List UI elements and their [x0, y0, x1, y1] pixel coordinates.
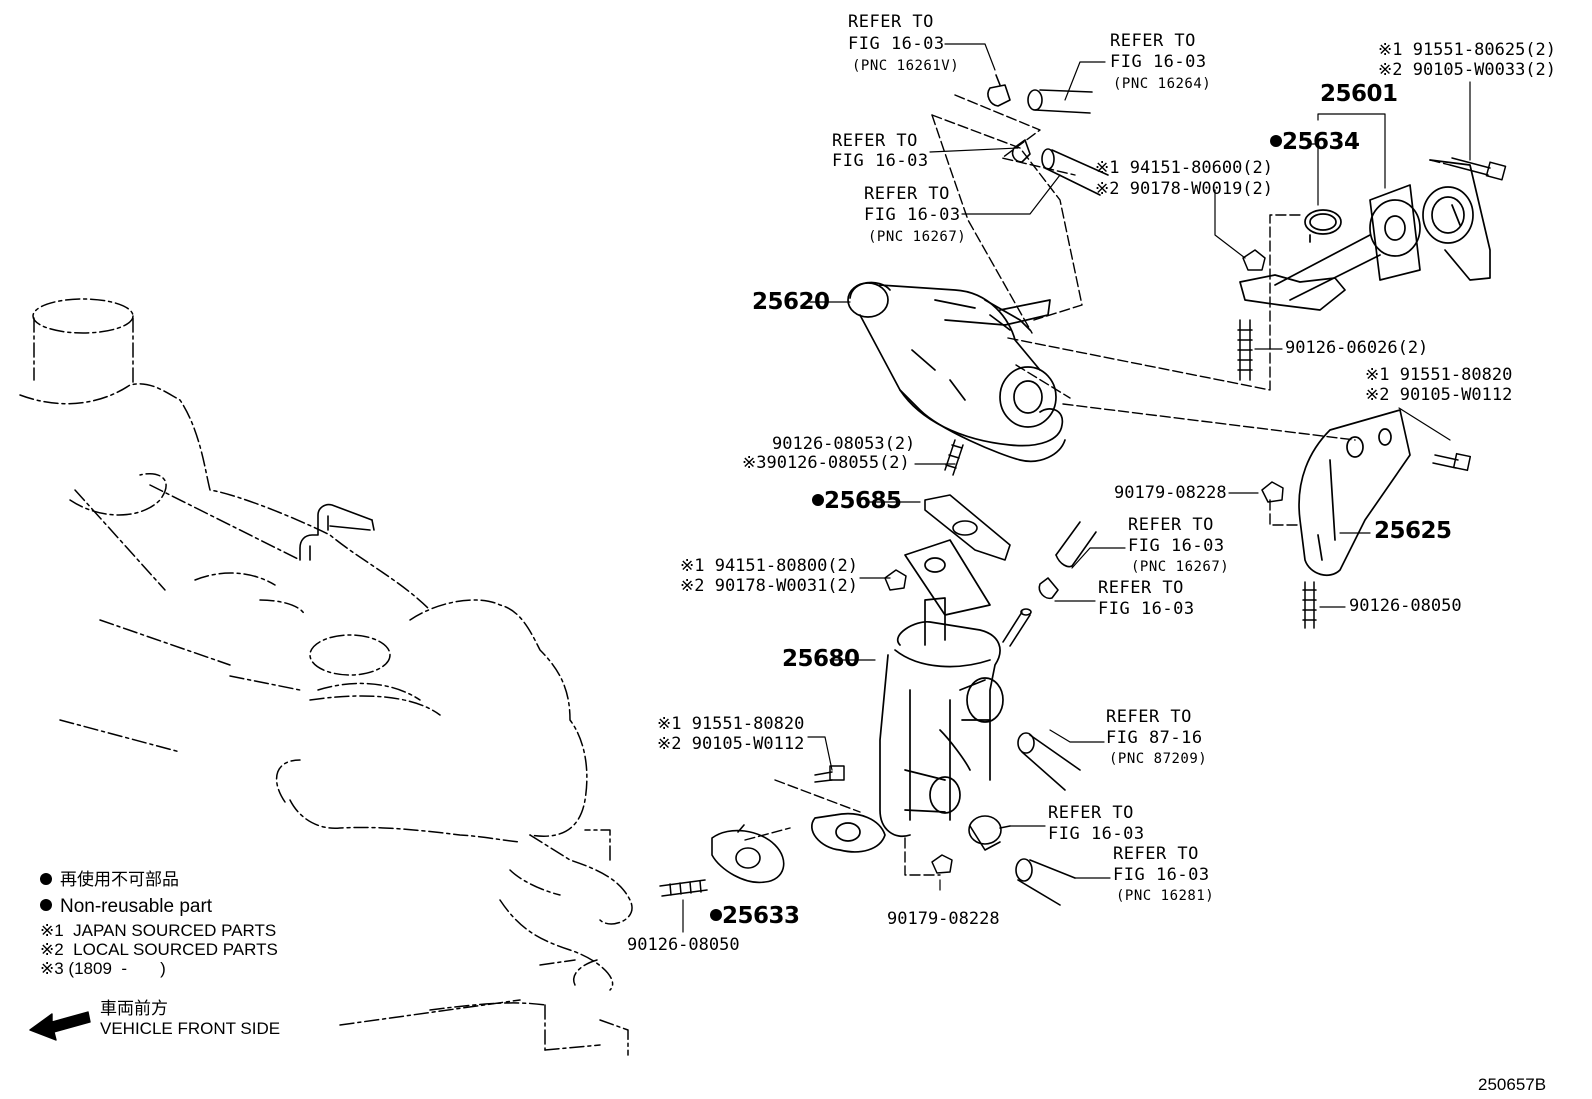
- stud-08050-low: 90126-08050: [627, 935, 740, 955]
- egr-pipe-25601: [1239, 159, 1491, 311]
- fasteners: [659, 157, 1507, 897]
- engine-block-outline: [19, 298, 633, 1056]
- egr-valve-25620: [847, 281, 1066, 463]
- non-reusable-dot-icon: [40, 873, 52, 886]
- callout-pnc-16267a: (PNC 16267): [868, 229, 967, 245]
- callout-refer-clamp3: REFER TO: [1048, 803, 1134, 823]
- callout-fig-16267a: FIG 16-03: [864, 205, 961, 225]
- non-reusable-dot-icon: [1270, 135, 1282, 147]
- stud-08053: 90126-08053(2): [772, 434, 916, 454]
- bolt-low-jp: ※1 91551-80820: [657, 714, 805, 734]
- part-25620: 25620: [752, 289, 830, 315]
- part-25633: 25633: [710, 905, 800, 928]
- legend-nonreusable-jp-text: 再使用不可部品: [60, 870, 179, 889]
- nut-mid-local: ※2 90178-W0031(2): [680, 576, 859, 596]
- nut-08228-right: 90179-08228: [1114, 483, 1227, 503]
- legend-nonreusable-jp: 再使用不可部品: [40, 871, 179, 888]
- legend-note3: ※3 (1809 - ): [40, 959, 166, 978]
- callout-fig-clamp: FIG 16-03: [832, 151, 929, 171]
- callout-fig-16267b: FIG 16-03: [1128, 536, 1225, 556]
- callout-fig-clamp3: FIG 16-03: [1048, 824, 1145, 844]
- egr-cooler-25680: [811, 539, 1004, 853]
- part-25625: 25625: [1374, 518, 1452, 544]
- callout-pnc-87209: (PNC 87209): [1109, 751, 1208, 767]
- legend-nonreusable-en: Non-reusable part: [40, 897, 212, 916]
- bolt-low-local: ※2 90105-W0112: [657, 734, 805, 754]
- callout-fig-87209: FIG 87-16: [1106, 728, 1203, 748]
- stud-08055: ※390126-08055(2): [742, 453, 910, 473]
- leader-lines: [682, 43, 1471, 933]
- part-25685: 25685: [812, 490, 902, 513]
- callout-refer-16267b: REFER TO: [1128, 515, 1214, 535]
- callout-fig-16281: FIG 16-03: [1113, 865, 1210, 885]
- assembly-guide-lines: [744, 94, 1451, 876]
- non-reusable-dot-icon: [40, 899, 52, 912]
- bolt-top-jp: ※1 91551-80625(2): [1378, 40, 1557, 60]
- front-arrow-icon: [29, 1011, 91, 1041]
- legend-note2: ※2 LOCAL SOURCED PARTS: [40, 940, 278, 959]
- nut-top-local: ※2 90178-W0019(2): [1095, 179, 1274, 199]
- stud-06026: 90126-06026(2): [1285, 338, 1429, 358]
- legend-nonreusable-en-text: Non-reusable part: [60, 896, 213, 917]
- bolt-top-local: ※2 90105-W0033(2): [1378, 60, 1557, 80]
- stud-08050-right: 90126-08050: [1349, 596, 1462, 616]
- callout-fig-16261v: FIG 16-03: [848, 34, 945, 54]
- non-reusable-dot-icon: [812, 494, 824, 506]
- legend-front-en: VEHICLE FRONT SIDE: [100, 1019, 281, 1038]
- callout-refer-16261v: REFER TO: [848, 12, 934, 32]
- part-25680: 25680: [782, 646, 860, 672]
- legend-note1: ※1 JAPAN SOURCED PARTS: [40, 921, 277, 940]
- hoses: [968, 74, 1109, 906]
- part-25634: 25634: [1270, 131, 1360, 154]
- bolt-right-local: ※2 90105-W0112: [1365, 385, 1513, 405]
- callout-refer-16267a: REFER TO: [864, 184, 950, 204]
- part-25634-number: 25634: [1282, 129, 1360, 155]
- callout-pnc-16264: (PNC 16264): [1113, 76, 1212, 92]
- diagram-id: 250657B: [1478, 1075, 1547, 1094]
- callout-fig-clamp2: FIG 16-03: [1098, 599, 1195, 619]
- part-25633-number: 25633: [722, 903, 800, 929]
- legend-front-jp: 車両前方: [100, 999, 168, 1018]
- callout-refer-clamp: REFER TO: [832, 131, 918, 151]
- gaskets: [711, 494, 1011, 884]
- nut-08228-low: 90179-08228: [887, 909, 1000, 929]
- bolt-right-jp: ※1 91551-80820: [1365, 365, 1513, 385]
- nut-top-jp: ※1 94151-80600(2): [1095, 158, 1274, 178]
- part-25601: 25601: [1320, 81, 1398, 107]
- callout-pnc-16267b: (PNC 16267): [1131, 559, 1230, 575]
- callout-refer-87209: REFER TO: [1106, 707, 1192, 727]
- engine-tube: [299, 503, 375, 561]
- bracket-25625: [1298, 409, 1411, 577]
- callout-refer-16264: REFER TO: [1110, 31, 1196, 51]
- callout-refer-clamp2: REFER TO: [1098, 578, 1184, 598]
- callout-refer-16281: REFER TO: [1113, 844, 1199, 864]
- callout-fig-16264: FIG 16-03: [1110, 52, 1207, 72]
- non-reusable-dot-icon: [710, 909, 722, 921]
- nut-mid-jp: ※1 94151-80800(2): [680, 556, 859, 576]
- part-25685-number: 25685: [824, 488, 902, 514]
- callout-pnc-16281: (PNC 16281): [1116, 888, 1215, 904]
- callout-pnc-16261v: (PNC 16261V): [852, 58, 960, 74]
